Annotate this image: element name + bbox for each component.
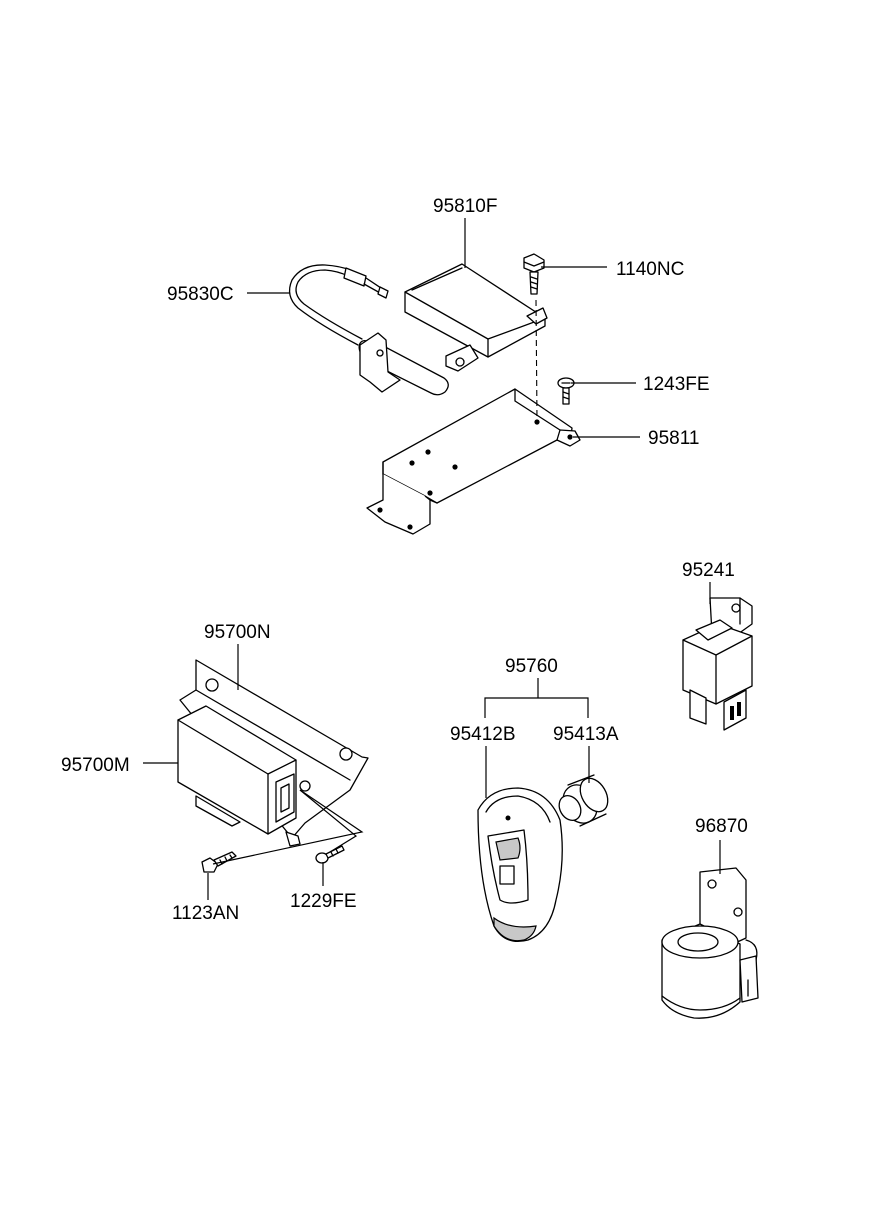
antenna-95830c	[288, 264, 449, 396]
module-95700m	[177, 705, 301, 847]
screw-1243fe	[557, 377, 575, 405]
label-1140nc: 1140NC	[616, 259, 684, 280]
bolt-1123an	[201, 851, 237, 873]
label-95830c: 95830C	[167, 284, 234, 305]
label-95700m: 95700M	[61, 755, 130, 776]
label-96870: 96870	[695, 816, 748, 837]
bolt-1140nc	[523, 253, 545, 295]
label-95241: 95241	[682, 560, 735, 581]
relay-95241	[682, 597, 753, 731]
battery-95413a	[558, 774, 609, 827]
alignment-line	[535, 299, 538, 421]
label-95412b: 95412B	[450, 724, 516, 745]
siren-96870	[661, 867, 759, 1019]
label-95811: 95811	[648, 428, 699, 449]
label-95760: 95760	[505, 656, 558, 677]
label-95810f: 95810F	[433, 196, 497, 217]
label-95413a: 95413A	[553, 724, 619, 745]
label-1243fe: 1243FE	[643, 374, 710, 395]
key-fob-95412b	[477, 787, 563, 943]
leader-lines	[143, 218, 721, 900]
bracket-95811	[366, 388, 581, 535]
screw-1229fe	[315, 845, 345, 864]
label-1123an: 1123AN	[172, 903, 239, 924]
module-95810f	[404, 263, 548, 372]
label-95700n: 95700N	[204, 622, 271, 643]
label-1229fe: 1229FE	[290, 891, 357, 912]
